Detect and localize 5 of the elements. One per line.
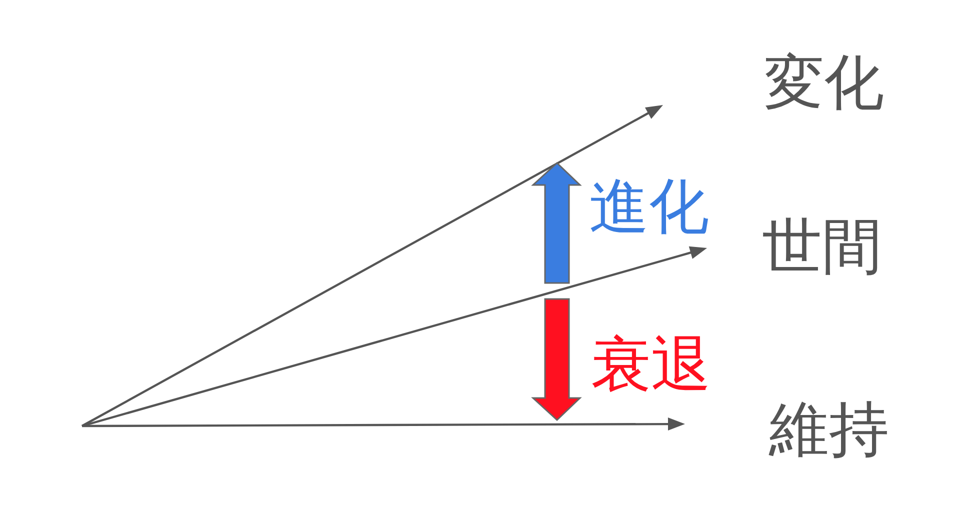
arrow-label: 衰退 — [591, 335, 711, 395]
line-label: 維持 — [769, 400, 889, 460]
line-label: 世間 — [762, 217, 882, 277]
line-label: 変化 — [764, 53, 884, 113]
arrow-label: 進化 — [589, 177, 709, 237]
